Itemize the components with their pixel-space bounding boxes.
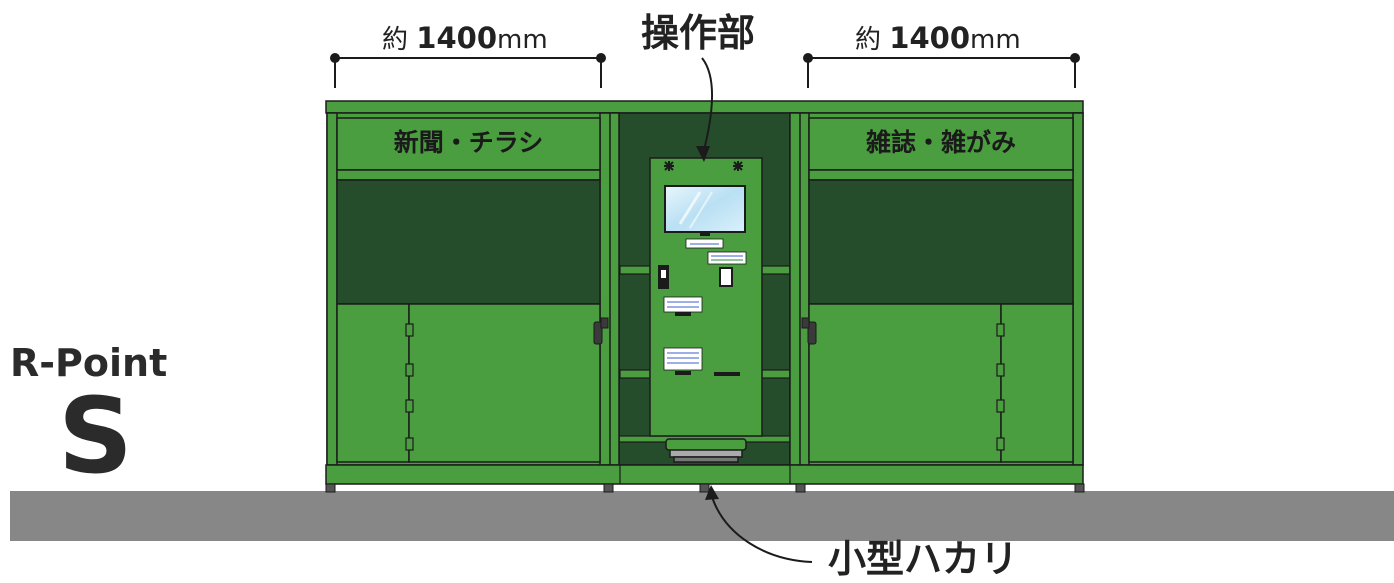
right-bin-label: 雑誌・雑がみ	[865, 128, 1016, 157]
dimension-label-right: 約 1400mm	[855, 21, 1021, 55]
card-reader	[658, 265, 669, 289]
right-hinges	[996, 323, 1005, 451]
dimension-unit: mm	[497, 25, 548, 55]
scale-arrowhead	[705, 485, 719, 500]
small-scale	[665, 438, 747, 463]
panel-bolts	[664, 161, 743, 171]
dimension-value: 1400	[416, 21, 497, 55]
top-cap	[325, 100, 1084, 114]
model-letter: S	[58, 375, 133, 497]
left-hinges	[405, 323, 414, 451]
right-handle	[801, 317, 817, 345]
dimension-line-left	[330, 53, 606, 88]
left-bin-label: 新聞・チラシ	[393, 128, 544, 157]
card-slot-2	[675, 371, 691, 375]
dimension-prefix: 約	[382, 25, 409, 55]
left-cabinet	[326, 112, 620, 466]
dimension-label-left: 約 1400mm	[382, 21, 548, 55]
card-slot-1	[675, 312, 691, 316]
receipt-slot	[714, 372, 740, 376]
brand-name: R-Point	[10, 341, 168, 385]
dimension-unit: mm	[970, 25, 1021, 55]
right-cabinet	[789, 112, 1084, 466]
control-panel-callout: 操作部	[641, 11, 756, 55]
dimension-prefix: 約	[855, 25, 882, 55]
dimension-line-right	[803, 53, 1080, 88]
scale-arrow	[711, 496, 813, 563]
sticker-lines	[667, 243, 743, 364]
qr-reader	[719, 267, 733, 287]
scale-callout: 小型ハカリ	[828, 537, 1019, 581]
left-handle	[593, 317, 609, 345]
base-plinth	[325, 464, 1084, 485]
floor	[10, 491, 1394, 541]
dimension-value: 1400	[889, 21, 970, 55]
control-panel-arrow	[701, 57, 713, 151]
feet	[325, 483, 1085, 493]
touch-screen	[664, 185, 746, 233]
control-panel-arrowhead	[696, 146, 710, 162]
